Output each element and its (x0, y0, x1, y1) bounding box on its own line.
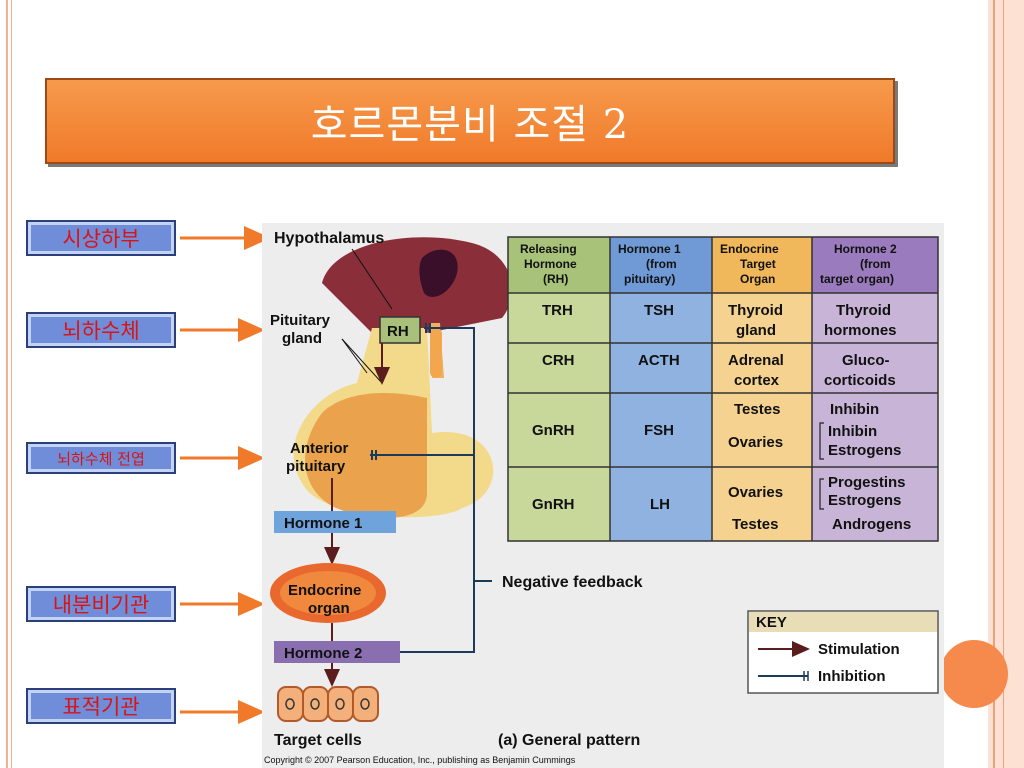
cell-h1: FSH (644, 422, 674, 439)
cell-rh: CRH (542, 352, 575, 369)
th-rh-1: Releasing (520, 242, 577, 256)
th-rh-2: Hormone (524, 257, 577, 271)
th-h2-3: target organ) (820, 272, 894, 286)
th-h1-1: Hormone 1 (618, 242, 681, 256)
label-pituitary-kr: 뇌하수체 (26, 312, 176, 348)
negative-feedback-label: Negative feedback (502, 574, 643, 591)
cell-h2: corticoids (824, 372, 896, 389)
hormone2-bar (274, 641, 400, 663)
hypothalamus-leader (351, 248, 393, 310)
cell-h2: Androgens (832, 516, 911, 533)
neuron-shape (419, 249, 458, 297)
label-anterior-pituitary-kr: 뇌하수체 전엽 (26, 442, 176, 474)
th-h2-2: (from (860, 257, 891, 271)
rh-box-label: RH (387, 323, 409, 340)
th-organ-3: Organ (740, 272, 775, 286)
hormone1-bar (274, 511, 396, 533)
cell-organ: Thyroid (728, 302, 783, 319)
hypothalamus-label: Hypothalamus (274, 230, 384, 247)
cell-h2: Progestins (828, 474, 906, 491)
pituitary-leader-1 (341, 338, 368, 374)
hypothalamus-shape (322, 237, 512, 333)
label-endocrine-organ-kr: 내분비기관 (26, 586, 176, 622)
hormone-table: Releasing Hormone (RH) Hormone 1 (from p… (507, 236, 939, 542)
label-text: 뇌하수체 전엽 (57, 449, 145, 468)
slide-title-box: 호르몬분비 조절 2 (45, 78, 895, 164)
cell-h1: LH (650, 496, 670, 513)
portal-vessel-shape (430, 328, 442, 378)
endocrine-organ-label-line2: organ (308, 600, 350, 617)
target-cells-group (277, 686, 379, 722)
label-target-organ-kr: 표적기관 (26, 688, 176, 724)
left-frame-line-2 (11, 0, 12, 768)
bracket-icon (819, 478, 824, 510)
cell-organ: Ovaries (728, 434, 783, 451)
cell-rh: GnRH (532, 422, 575, 439)
label-text: 내분비기관 (52, 593, 150, 617)
cell-organ: gland (736, 322, 776, 339)
cell-organ: cortex (734, 372, 780, 389)
endocrine-organ-label-line1: Endocrine (288, 582, 361, 599)
cell-h2: Thyroid (836, 302, 891, 319)
endocrine-organ-inner (280, 571, 376, 615)
hormone1-label: Hormone 1 (284, 515, 362, 532)
label-hypothalamus-kr: 시상하부 (26, 220, 176, 256)
negative-feedback-lines (370, 323, 492, 653)
right-frame-line-2 (1003, 0, 1004, 768)
th-rh-3: (RH) (543, 272, 568, 286)
cell-h2: Inhibin (830, 401, 879, 418)
left-frame-line (6, 0, 8, 768)
anterior-pituitary-label-line2: pituitary (286, 458, 346, 475)
target-cells-label: Target cells (274, 732, 362, 749)
cell-h2: Estrogens (828, 492, 901, 509)
label-text: 뇌하수체 (62, 319, 140, 343)
th-h1-2: (from (646, 257, 677, 271)
rh-box (379, 316, 421, 344)
th-organ-1: Endocrine (720, 242, 779, 256)
cell-h2: Inhibin (828, 423, 877, 440)
hormone2-label: Hormone 2 (284, 645, 362, 662)
pituitary-label-line1: Pituitary (270, 312, 331, 329)
cell-rh: GnRH (532, 496, 575, 513)
key-title: KEY (756, 614, 787, 631)
anterior-pituitary-label-line1: Anterior (290, 440, 349, 457)
cell-organ: Ovaries (728, 484, 783, 501)
figure-caption: (a) General pattern (498, 732, 640, 749)
cell-rh: TRH (542, 302, 573, 319)
cell-organ: Adrenal (728, 352, 784, 369)
key-inhibition-label: Inhibition (818, 668, 885, 685)
cell-organ: Testes (732, 516, 778, 533)
cell-h1: TSH (644, 302, 674, 319)
cell-h1: ACTH (638, 352, 680, 369)
key-legend: KEY Stimulation Inhibition (747, 610, 939, 694)
label-text: 시상하부 (62, 227, 140, 251)
copyright-text: Copyright © 2007 Pearson Education, Inc.… (264, 755, 576, 765)
bracket-icon (819, 422, 824, 460)
anterior-pituitary-shape (305, 393, 427, 518)
label-text: 표적기관 (62, 695, 140, 719)
decorative-orange-circle (940, 640, 1008, 708)
slide-title: 호르몬분비 조절 2 (310, 102, 630, 148)
th-h2-1: Hormone 2 (834, 242, 897, 256)
pituitary-label-line2: gland (282, 330, 322, 347)
th-h1-3: pituitary) (624, 272, 675, 286)
cell-organ: Testes (734, 401, 780, 418)
key-stimulation-label: Stimulation (818, 641, 900, 658)
hormone-regulation-figure: RH Hypothalamus Pituitary gland Anterior… (262, 223, 944, 768)
cell-h2: Estrogens (828, 442, 901, 459)
th-organ-2: Target (740, 257, 776, 271)
right-frame-line (993, 0, 995, 768)
cell-h2: Gluco- (842, 352, 890, 369)
cell-h2: hormones (824, 322, 897, 339)
